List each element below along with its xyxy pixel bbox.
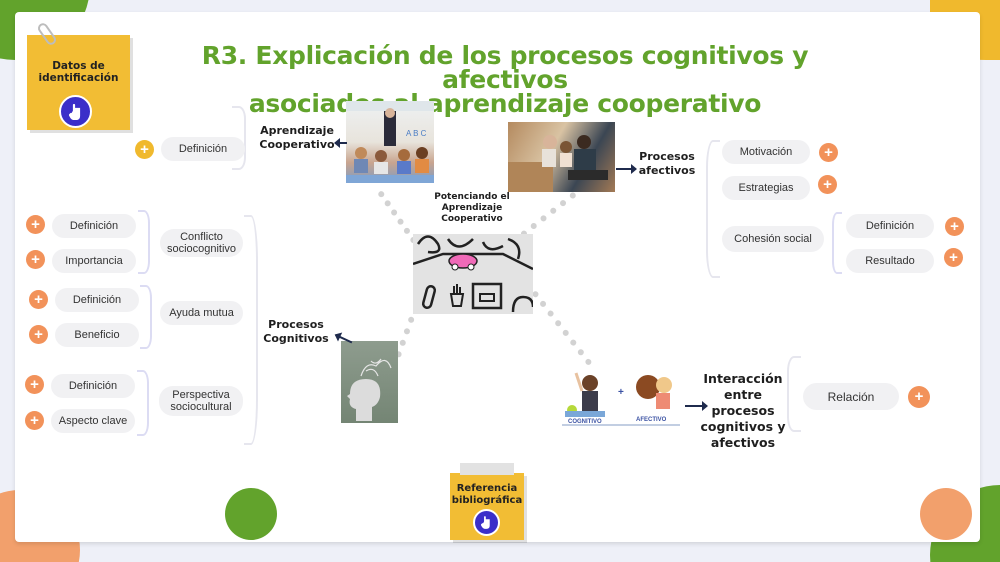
expand-plus-button[interactable]: + (908, 386, 930, 408)
conflicto-definition-pill[interactable]: Definición (52, 214, 136, 238)
decorative-green-dot (225, 488, 277, 540)
estrategias-pill[interactable]: Estrategias (722, 176, 810, 200)
pill-label: Beneficio (74, 329, 120, 341)
expand-plus-button[interactable]: + (29, 325, 48, 344)
sticky-identification-label: Datos de identificación (38, 60, 119, 84)
hand-pointer-icon (481, 516, 490, 529)
svg-text:A B C: A B C (406, 129, 427, 138)
brace-ayuda (140, 285, 152, 349)
brace-affective (706, 140, 720, 278)
expand-plus-button[interactable]: + (26, 215, 45, 234)
cohesion-social-pill[interactable]: Cohesión social (722, 226, 824, 252)
classroom-illustration: A B C (346, 101, 434, 183)
motivacion-pill[interactable]: Motivación (722, 140, 810, 164)
pill-label: Aspecto clave (58, 415, 128, 427)
brace-cognitive (244, 215, 258, 445)
expand-plus-button[interactable]: + (818, 175, 837, 194)
arrow-to-cooperative (334, 138, 347, 148)
identification-button[interactable] (59, 95, 92, 128)
hand-pointer-icon (68, 103, 80, 120)
ayuda-definition-pill[interactable]: Definición (55, 288, 139, 312)
cohesion-resultado-pill[interactable]: Resultado (846, 249, 934, 273)
afectivo-label: AFECTIVO (636, 417, 667, 423)
doodle-illustration (413, 235, 533, 313)
cognitive-affective-illustration (562, 372, 680, 426)
reference-button[interactable] (473, 509, 500, 536)
affective-node-label: Procesos afectivos (638, 150, 696, 177)
cognitivo-label: COGNITIVO (568, 419, 602, 425)
brace-cohesion (832, 212, 842, 274)
pill-label: Definición (865, 220, 915, 232)
arrow-to-interaction (685, 401, 708, 411)
perspectiva-definition-pill[interactable]: Definición (51, 374, 135, 398)
decorative-orange-dot (920, 488, 972, 540)
interaction-node-label: Interacción entre procesos cognitivos y … (700, 371, 786, 450)
expand-plus-button[interactable]: + (25, 411, 44, 430)
cooperative-node-label: Aprendizaje Cooperativo (259, 124, 335, 151)
cognitive-node-label: Procesos Cognitivos (263, 318, 329, 345)
sticky-reference-label: Referencia bibliográfica (451, 483, 523, 506)
expand-plus-button[interactable]: + (944, 248, 963, 267)
pill-label: Ayuda mutua (169, 307, 234, 319)
cooperative-definition-pill[interactable]: Definición (161, 137, 245, 161)
sticky-note-reference: Referencia bibliográfica (450, 463, 524, 540)
ayuda-mutua-pill[interactable]: Ayuda mutua (160, 301, 243, 325)
family-photo[interactable] (508, 122, 615, 192)
thinking-head-photo[interactable] (341, 341, 398, 423)
pill-label: Conflicto sociocognitivo (166, 231, 237, 255)
perspectiva-aspecto-clave-pill[interactable]: Aspecto clave (51, 409, 135, 433)
pill-label: Motivación (739, 146, 793, 158)
title-line-2: asociados al aprendizaje cooperativo (248, 89, 762, 118)
expand-plus-button[interactable]: + (945, 217, 964, 236)
ayuda-beneficio-pill[interactable]: Beneficio (55, 323, 139, 347)
pill-label: Definición (178, 143, 228, 155)
pill-label: Definición (72, 294, 122, 306)
family-illustration (508, 135, 608, 192)
center-doodle-image[interactable] (413, 234, 533, 314)
expand-plus-button[interactable]: + (819, 143, 838, 162)
brace-interaction (787, 356, 801, 432)
expand-plus-button[interactable]: + (26, 250, 45, 269)
pill-label: Importancia (65, 255, 123, 267)
brace-perspectiva (137, 370, 149, 436)
arrow-to-affective (616, 164, 637, 174)
pill-label: Definición (68, 380, 118, 392)
pill-label: Resultado (865, 255, 915, 267)
pill-label: Relación (827, 389, 875, 404)
classroom-photo[interactable]: A B C (346, 101, 434, 183)
pill-label: Estrategias (738, 182, 794, 194)
relacion-pill[interactable]: Relación (803, 383, 899, 410)
expand-plus-button[interactable]: + (29, 290, 48, 309)
title-line-1: R3. Explicación de los procesos cognitiv… (201, 41, 809, 94)
pill-label: Cohesión social (734, 233, 812, 245)
brace-conflicto (138, 210, 150, 274)
cognitive-affective-image[interactable]: COGNITIVO + AFECTIVO (560, 365, 682, 433)
plus-sign-label: + (618, 387, 624, 398)
brace-cooperative (232, 106, 246, 170)
conflicto-sociocognitivo-pill[interactable]: Conflicto sociocognitivo (160, 229, 243, 257)
expand-plus-button[interactable]: + (135, 140, 154, 159)
pill-label: Definición (69, 220, 119, 232)
sticky-note-identification: Datos de identificación (27, 35, 130, 130)
cohesion-definition-pill[interactable]: Definición (846, 214, 934, 238)
page-title: R3. Explicación de los procesos cognitiv… (150, 41, 860, 118)
expand-plus-button[interactable]: + (25, 375, 44, 394)
pill-label: Perspectiva sociocultural (170, 389, 232, 413)
head-illustration (347, 358, 392, 421)
conflicto-importancia-pill[interactable]: Importancia (52, 249, 136, 273)
tape-decoration (460, 463, 514, 475)
perspectiva-sociocultural-pill[interactable]: Perspectiva sociocultural (159, 386, 243, 416)
center-node-label: Potenciando el Aprendizaje Cooperativo (434, 192, 510, 224)
